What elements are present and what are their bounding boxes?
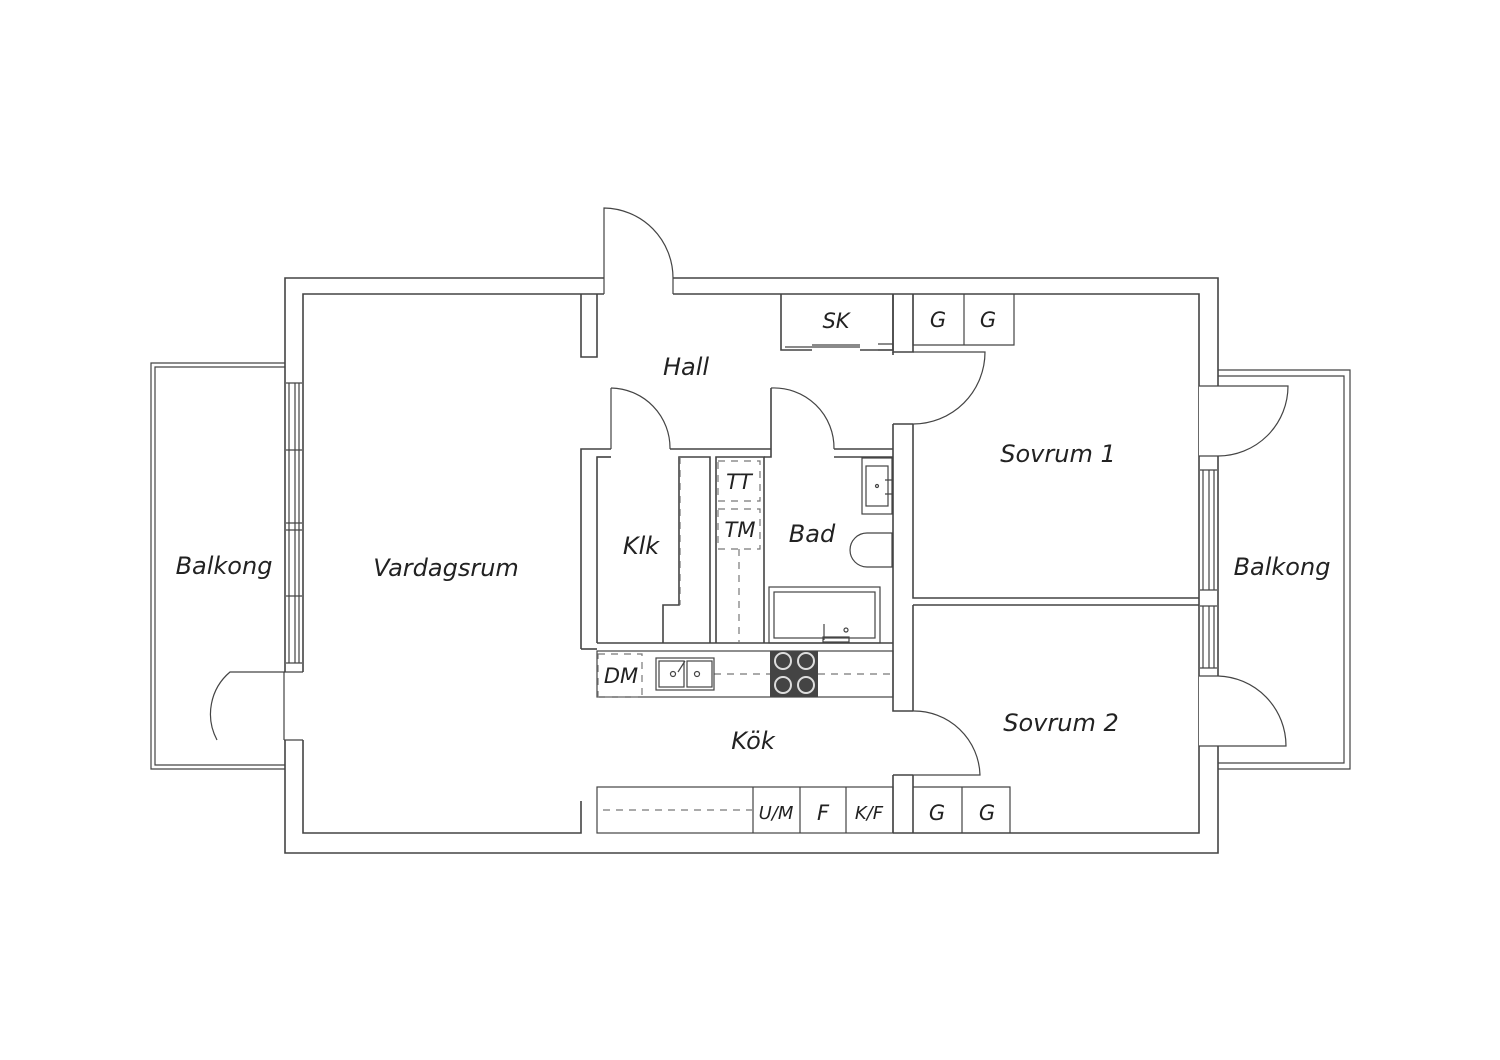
room-label-balkong-right: Balkong: [1234, 553, 1331, 581]
balcony-left: [150, 362, 285, 770]
room-label-sovrum-2: Sovrum 2: [1003, 709, 1118, 737]
window-right: [1200, 469, 1217, 669]
balcony-door-left[interactable]: [209, 671, 304, 741]
window-left: [286, 382, 302, 664]
kitchen-bottom-counter: [596, 786, 894, 834]
room-label-kok: Kök: [731, 727, 776, 755]
bathroom-sink: [861, 457, 893, 515]
fixture-label-um: U/M: [759, 803, 794, 824]
fixture-label-kf: K/F: [855, 803, 884, 824]
stove: [770, 651, 818, 697]
room-label-vardagsrum: Vardagsrum: [373, 554, 519, 582]
exterior-walls: [284, 277, 1219, 854]
room-label-bad: Bad: [789, 520, 836, 548]
balcony-right: [1218, 369, 1351, 770]
room-label-hall: Hall: [663, 353, 709, 381]
bathtub: [768, 586, 881, 644]
kitchen-counter: [596, 650, 894, 698]
room-label-klk: Klk: [623, 532, 660, 560]
kitchen-sink: [655, 657, 715, 691]
balcony-door-right-bottom[interactable]: [1199, 675, 1287, 747]
fixture-label-g-bottom-2: G: [979, 801, 995, 825]
interior-walls: [580, 294, 1199, 833]
fixture-label-tt: TT: [726, 470, 754, 494]
fixture-label-g-top-1: G: [930, 308, 946, 332]
laundry-column: [717, 460, 761, 643]
fixture-label-f: F: [817, 801, 830, 825]
door-sovrum-1[interactable]: [912, 351, 986, 425]
entrance-door[interactable]: [603, 207, 674, 294]
toilet: [849, 532, 893, 568]
fixture-label-dm: DM: [604, 664, 638, 688]
room-label-balkong-left: Balkong: [176, 552, 273, 580]
room-label-sovrum-1: Sovrum 1: [1000, 440, 1115, 468]
door-bad[interactable]: [770, 387, 835, 450]
balcony-door-right-top[interactable]: [1199, 385, 1289, 457]
door-sovrum-2[interactable]: [912, 710, 981, 776]
fixture-label-tm: TM: [725, 518, 756, 542]
door-klk[interactable]: [610, 387, 671, 450]
fixture-label-g-top-2: G: [980, 308, 996, 332]
fixture-label-sk: SK: [822, 309, 851, 333]
fixture-label-g-bottom-1: G: [929, 801, 945, 825]
